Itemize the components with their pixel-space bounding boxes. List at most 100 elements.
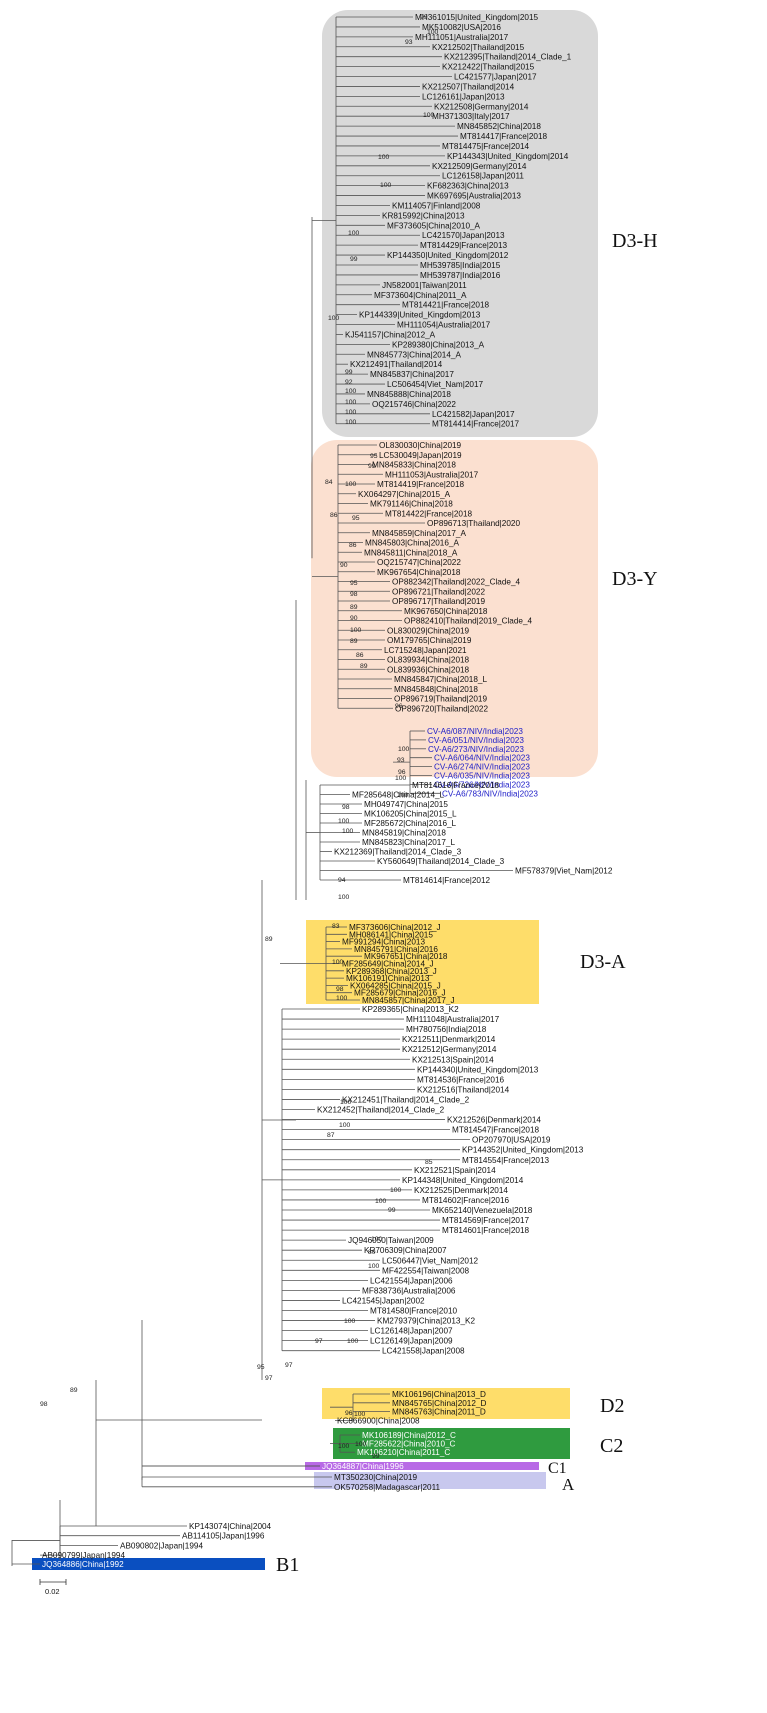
tip-label: MF285679|China|2016_J: [354, 989, 446, 998]
bootstrap-value: 100: [347, 1338, 359, 1345]
tip-label: MT814419|France|2018: [377, 480, 465, 489]
tip-label: MN845765|China|2012_D: [392, 1399, 486, 1408]
tip-label: MT814569|France|2017: [442, 1216, 530, 1225]
bootstrap-value: 89: [350, 638, 358, 645]
tip-label: MT814614|France|2012: [403, 876, 491, 885]
tip-label: MK106189|China|2012_C: [362, 1431, 456, 1440]
bootstrap-value: 99: [345, 369, 353, 376]
clade-label-d3y: D3-Y: [612, 568, 658, 590]
tip-label: MF373605|China|2010_A: [387, 221, 481, 230]
tip-label: MK106191|China|2013: [346, 974, 430, 983]
tip-label: KX212509|Germany|2014: [432, 162, 527, 171]
tip-label: KP289368|China|2013_J: [346, 967, 437, 976]
tip-label: KX064297|China|2015_A: [358, 490, 451, 499]
bootstrap-value: 100: [328, 315, 340, 322]
tip-label: OP896721|Thailand|2022: [392, 587, 485, 596]
bootstrap-value: 99: [420, 14, 428, 21]
tip-label: MN845811|China|2018_A: [364, 548, 458, 557]
bootstrap-value: 99: [372, 1453, 380, 1460]
tip-label: CV-A6/035/NIV/India|2023: [434, 772, 530, 781]
bootstrap-value: 95: [352, 515, 360, 522]
bootstrap-value: 98: [336, 986, 344, 993]
bootstrap-value: 89: [70, 1387, 78, 1394]
clade-box-a: [314, 1472, 546, 1489]
clade-label-b1: B1: [276, 1554, 299, 1576]
bootstrap-value: 100: [342, 828, 354, 835]
tip-label: MT814602|France|2016: [422, 1196, 510, 1205]
tip-label: KX212502|Thailand|2015: [432, 43, 525, 52]
bootstrap-value: 100: [345, 419, 357, 426]
tip-label: MK106205|China|2015_L: [364, 810, 457, 819]
bootstrap-value: 100: [332, 959, 344, 966]
tip-label: MK967650|China|2018: [404, 607, 488, 616]
clade-label-d2: D2: [600, 1395, 624, 1417]
tip-label: MN845857|China|2017_J: [362, 996, 455, 1005]
tip-label: KP144343|United_Kingdom|2014: [447, 152, 569, 161]
bootstrap-value: 100: [398, 746, 410, 753]
tip-label: MK791146|China|2018: [370, 500, 453, 509]
tip-label: MK510082|USA|2016: [422, 23, 501, 32]
clade-box-d3h: [322, 10, 598, 437]
tip-label: MT814536|France|2016: [417, 1075, 505, 1084]
tip-label: MH780756|India|2018: [406, 1025, 487, 1034]
bootstrap-value: 100: [336, 995, 348, 1002]
clade-label-c1: C1: [548, 1460, 567, 1477]
tip-label: OP896719|Thailand|2019: [394, 695, 487, 704]
tip-label: KR706309|China|2007: [364, 1246, 447, 1255]
bootstrap-value: 100: [371, 1236, 383, 1243]
tip-label: KP144340|United_Kingdom|2013: [417, 1065, 539, 1074]
bootstrap-value: 100: [348, 230, 360, 237]
tip-label: OP882410|Thailand|2019_Clade_4: [404, 617, 533, 626]
tip-label: KP144348|United_Kingdom|2014: [402, 1176, 524, 1185]
bootstrap-value: 80: [368, 1249, 376, 1256]
tip-label: KX212525|Denmark|2014: [414, 1186, 508, 1195]
bootstrap-value: 94: [338, 877, 346, 884]
clade-label-a: A: [562, 1475, 575, 1494]
tip-label: MN845819|China|2018: [362, 829, 446, 838]
tip-label: MF373606|China|2012_J: [349, 923, 441, 932]
tip-label: MK967654|China|2018: [377, 568, 461, 577]
tip-label: MN845823|China|2017_L: [362, 838, 455, 847]
bootstrap-value: 100: [338, 1443, 350, 1450]
tip-label: AB114105|Japan|1996: [182, 1532, 265, 1541]
tip-label: LC530049|Japan|2019: [379, 451, 462, 460]
bootstrap-value: 100: [345, 481, 357, 488]
tip-label: LC421554|Japan|2006: [370, 1276, 453, 1285]
bootstrap-value: 98: [342, 804, 350, 811]
tip-label: KX212512|Germany|2014: [402, 1045, 497, 1054]
tip-label: KX212507|Thailand|2014: [422, 82, 515, 91]
tip-label: OP896720|Thailand|2022: [395, 704, 488, 713]
tip-label: OL830030|China|2019: [379, 441, 462, 450]
tip-label: AB090799|Japan|1994: [42, 1551, 125, 1560]
tip-label: MH111053|Australia|2017: [385, 470, 479, 479]
tip-label: MN845791|China|2016: [354, 945, 438, 954]
tip-labels: MH361015|United_Kingdom|2015MK510082|USA…: [42, 13, 613, 1569]
bootstrap-value: 89: [265, 936, 273, 943]
tip-label: KX064285|China|2015_J: [350, 981, 441, 990]
bootstrap-value: 89: [360, 663, 368, 670]
tip-label: OQ215747|China|2022: [377, 558, 461, 567]
bootstrap-value: 90: [340, 562, 348, 569]
tip-label: MH111054|Australia|2017: [397, 321, 491, 330]
tip-label: MN845833|China|2018: [372, 461, 456, 470]
bootstrap-value: 100: [339, 1122, 351, 1129]
clade-box-d2: [322, 1388, 570, 1419]
tip-label: JQ364887|China|1996: [322, 1462, 404, 1471]
tip-label: KX212451|Thailand|2014_Clade_2: [342, 1095, 470, 1104]
tip-label: MN845773|China|2014_A: [367, 350, 461, 359]
tip-label: MF991294|China|2013: [342, 938, 425, 947]
tip-label: MF285648|China|2014_L: [352, 791, 445, 800]
bootstrap-value: 95: [370, 453, 378, 460]
tip-label: MT814616|France|2018: [412, 781, 500, 790]
bootstrap-value: 93: [405, 39, 413, 46]
tip-label: KX212516|Thailand|2014: [417, 1085, 510, 1094]
tip-label: KJ541157|China|2012_A: [345, 330, 436, 339]
tip-label: MT814421|France|2018: [402, 301, 490, 310]
tip-label: MT814417|France|2018: [460, 132, 548, 141]
tip-label: MK106210|China|2011_C: [357, 1448, 450, 1457]
tip-label: KY560649|Thailand|2014_Clade_3: [377, 857, 505, 866]
tip-label: KP144339|United_Kingdom|2013: [359, 311, 481, 320]
tip-label: KX212369|Thailand|2014_Clade_3: [334, 848, 462, 857]
bootstrap-value: 100: [390, 1187, 402, 1194]
